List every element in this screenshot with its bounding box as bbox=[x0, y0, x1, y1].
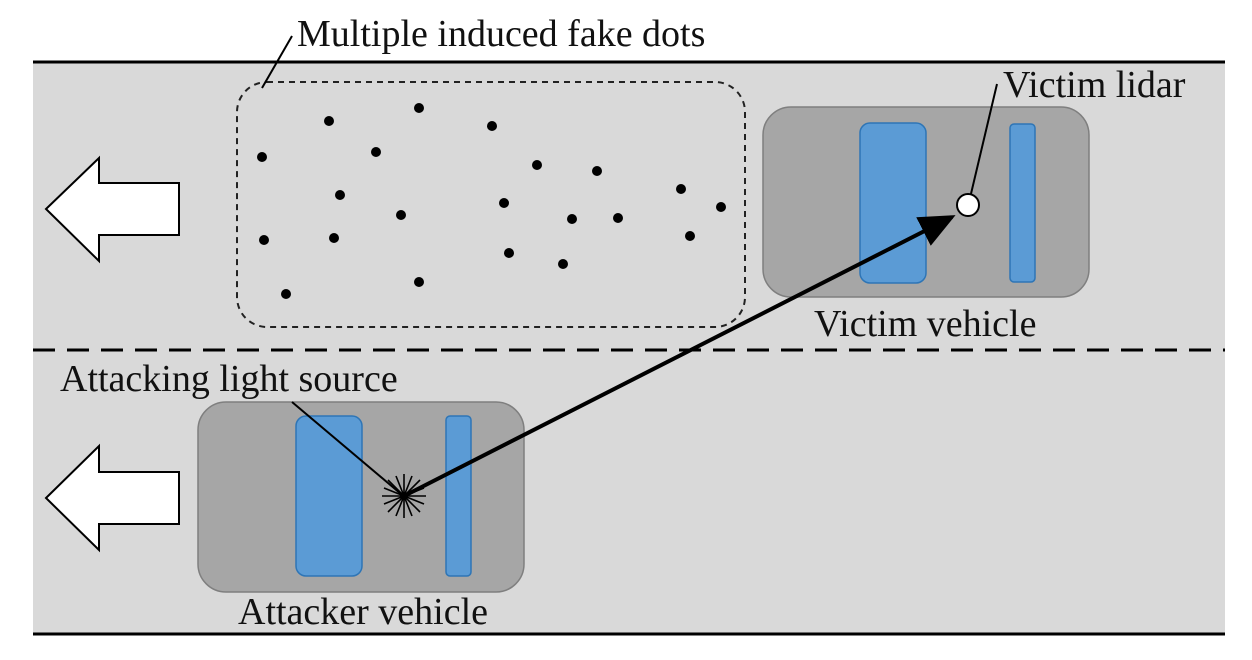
fake-dot bbox=[414, 103, 424, 113]
fake-dots-region bbox=[236, 81, 746, 328]
fake-dot bbox=[716, 202, 726, 212]
victim-front-window bbox=[859, 122, 927, 284]
fake-dot bbox=[567, 214, 577, 224]
victim-rear-window bbox=[1009, 123, 1036, 283]
attacker-front-window bbox=[295, 415, 363, 577]
fake-dot bbox=[257, 152, 267, 162]
fake-dot bbox=[414, 277, 424, 287]
fake-dot bbox=[324, 116, 334, 126]
fake-dot bbox=[532, 160, 542, 170]
victim-vehicle bbox=[762, 106, 1090, 298]
fake-dot bbox=[329, 233, 339, 243]
fake-dot bbox=[676, 184, 686, 194]
left-arrow-icon bbox=[44, 155, 180, 264]
starburst-icon bbox=[382, 474, 426, 518]
left-arrow-icon bbox=[44, 443, 180, 553]
fake-dots-leader bbox=[261, 35, 293, 89]
fake-dot bbox=[504, 248, 514, 258]
fake-dot bbox=[487, 121, 497, 131]
fake-dot bbox=[259, 235, 269, 245]
laser-beam-arrow bbox=[403, 215, 956, 498]
attacker-rear-window bbox=[445, 415, 472, 577]
fake-dots-label: Multiple induced fake dots bbox=[297, 13, 705, 55]
fake-dot bbox=[592, 166, 602, 176]
victim-lidar-leader bbox=[969, 83, 998, 199]
attacking-light-source-label: Attacking light source bbox=[60, 358, 398, 400]
fake-dot bbox=[281, 289, 291, 299]
victim-vehicle-label: Victim vehicle bbox=[814, 303, 1036, 345]
fake-dots bbox=[257, 103, 726, 299]
lidar-circle-icon bbox=[956, 193, 980, 217]
fake-dot bbox=[685, 231, 695, 241]
attacker-vehicle bbox=[197, 401, 525, 593]
fake-dot bbox=[499, 198, 509, 208]
fake-dot bbox=[558, 259, 568, 269]
light-source-leader bbox=[291, 401, 402, 495]
fake-dot bbox=[396, 210, 406, 220]
fake-dot bbox=[335, 190, 345, 200]
fake-dot bbox=[613, 213, 623, 223]
fake-dot bbox=[371, 147, 381, 157]
victim-lidar-label: Victim lidar bbox=[1003, 64, 1186, 106]
attacker-vehicle-label: Attacker vehicle bbox=[238, 591, 488, 633]
